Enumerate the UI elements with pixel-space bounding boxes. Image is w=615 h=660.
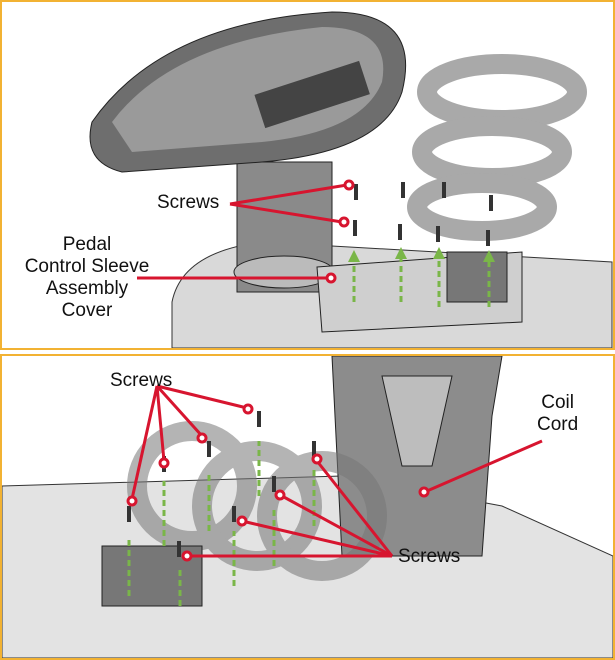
cover-label-line: Cover — [61, 300, 113, 321]
cover-label-line: Pedal — [62, 234, 112, 255]
coil-cord-label-line: Coil — [541, 392, 574, 413]
logo-plate — [254, 60, 370, 129]
screws-label-lower: Screws — [398, 546, 461, 567]
pedal-assembly-illustration — [89, 11, 613, 348]
screws-label-upper: Screws — [110, 370, 173, 391]
screws-label: Screws — [157, 192, 220, 213]
bottom-illustration-panel: Screws Screws Coil Cord — [0, 354, 615, 660]
cover-label-line: Control Sleeve — [24, 256, 150, 277]
leader-lines — [137, 179, 355, 284]
coil-cord-illustration — [407, 54, 587, 241]
cover-label: Pedal Control Sleeve Assembly Cover — [17, 234, 157, 322]
screws — [353, 182, 493, 246]
cover-label-line: Assembly — [45, 278, 129, 299]
coil-cord-label: Coil Cord — [537, 392, 578, 436]
install-arrows — [352, 257, 491, 307]
coil-cord-label-line: Cord — [537, 414, 579, 435]
coil-cord-illustration — [2, 356, 613, 658]
top-illustration-panel: Screws Pedal Control Sleeve Assembly Cov… — [0, 0, 615, 350]
